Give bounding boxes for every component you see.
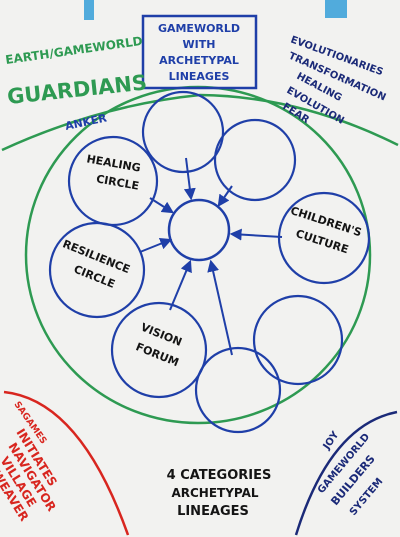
circle-childrens	[277, 191, 371, 285]
title-line-1: GAMEWORLD	[158, 22, 240, 35]
center-hub	[167, 198, 231, 262]
arrow-from-resilience	[139, 237, 173, 253]
arrow-from-bottom	[207, 259, 233, 356]
circle-resilience	[48, 221, 146, 319]
healing-label-1: HEALING	[86, 152, 142, 174]
circle-top-empty	[141, 90, 225, 174]
arrow-from-upper-right	[217, 185, 233, 207]
circle-vision	[110, 301, 208, 399]
title-line-2: WITH	[183, 38, 216, 51]
top-left-sub: ANKER	[64, 111, 109, 133]
bottom-center-line-3: LINEAGES	[177, 504, 249, 519]
bottom-right-blue-divider	[294, 410, 398, 536]
tape-top-right	[325, 0, 347, 18]
healing-label-2: CIRCLE	[95, 172, 140, 192]
bottom-center-line-2: ARCHETYPAL	[171, 486, 258, 500]
title-line-3: ARCHETYPAL	[159, 54, 239, 67]
circle-lower-right-empty	[252, 294, 344, 386]
bottom-left-red-divider	[3, 390, 130, 536]
arrow-from-childrens	[229, 228, 283, 241]
arrow-from-top	[183, 157, 196, 201]
circle-upper-right-empty	[213, 118, 297, 202]
arrow-from-healing	[149, 197, 175, 214]
title-box	[141, 14, 258, 90]
circle-bottom-empty	[194, 346, 282, 434]
arrow-from-vision	[169, 259, 192, 311]
tape-top-left	[84, 0, 94, 20]
title-line-4: LINEAGES	[169, 70, 230, 83]
top-left-line-1: EARTH/GAMEWORLD	[4, 34, 143, 67]
bottom-center-line-1: 4 CATEGORIES	[167, 468, 272, 483]
